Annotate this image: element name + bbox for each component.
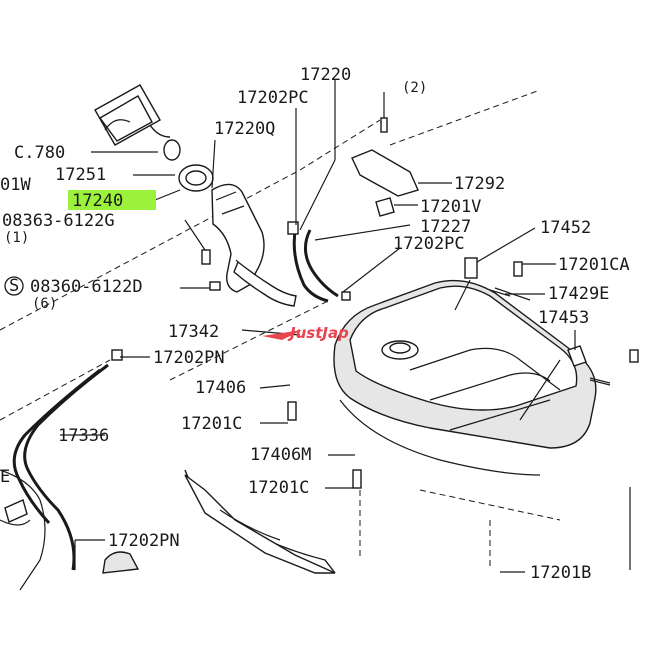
label-17227: 17227 [420,217,471,237]
vent-bracket [351,92,419,217]
label-17429E: 17429E [548,284,609,304]
label-17202PC-a: 17202PC [237,88,309,108]
label-17342: 17342 [168,322,219,342]
fasteners [111,221,639,489]
watermark-text: JustJap [287,324,349,342]
label-08363-6122G: 08363-6122G [2,211,115,231]
label-17292: 17292 [454,174,505,194]
leader-lines [60,80,631,573]
label-17453: 17453 [538,308,589,328]
label-C780: C.780 [14,143,65,163]
bracket-plate [94,84,161,146]
label-17336: 17336 [58,426,109,446]
label-17201B: 17201B [530,563,591,583]
label-17201V: 17201V [420,197,481,217]
filler-hose [211,183,297,307]
label-08360-6122D: 08360-6122D [30,277,143,297]
label-17201C-b: 17201C [248,478,309,498]
label-17240: 17240 [72,191,123,211]
highlight-marker [68,190,156,210]
label-s-circle: S [9,276,19,296]
part-labels: 17220 (2) 17202PC 17220Q C.780 17251 01W… [0,65,630,583]
label-17406: 17406 [195,378,246,398]
label-qty-2: (2) [402,80,427,96]
label-17406M: 17406M [250,445,311,465]
breather-hose [292,224,339,303]
dashed-guides [0,89,561,570]
tank-straps [454,257,611,421]
label-17251: 17251 [55,165,106,185]
label-17202PC-b: 17202PC [393,234,465,254]
fuel-pipes [0,363,109,591]
label-17452: 17452 [540,218,591,238]
heat-shield [102,469,336,574]
label-qty-6: (6) [32,296,57,312]
s-circle-icon [4,276,24,296]
label-17220Q: 17220Q [214,119,275,139]
label-01W: 01W [0,175,31,195]
label-17220-top: 17220 [300,65,351,85]
label-17201C-a: 17201C [181,414,242,434]
label-17202PN-a: 17202PN [153,348,225,368]
filler-cap-assembly [149,124,214,192]
label-E: E [0,467,10,487]
fuel-tank [333,279,597,476]
label-qty-1: (1) [4,230,29,246]
watermark-logo: JustJap [262,324,349,342]
label-17201CA: 17201CA [558,255,630,275]
label-17202PN-b: 17202PN [108,531,180,551]
